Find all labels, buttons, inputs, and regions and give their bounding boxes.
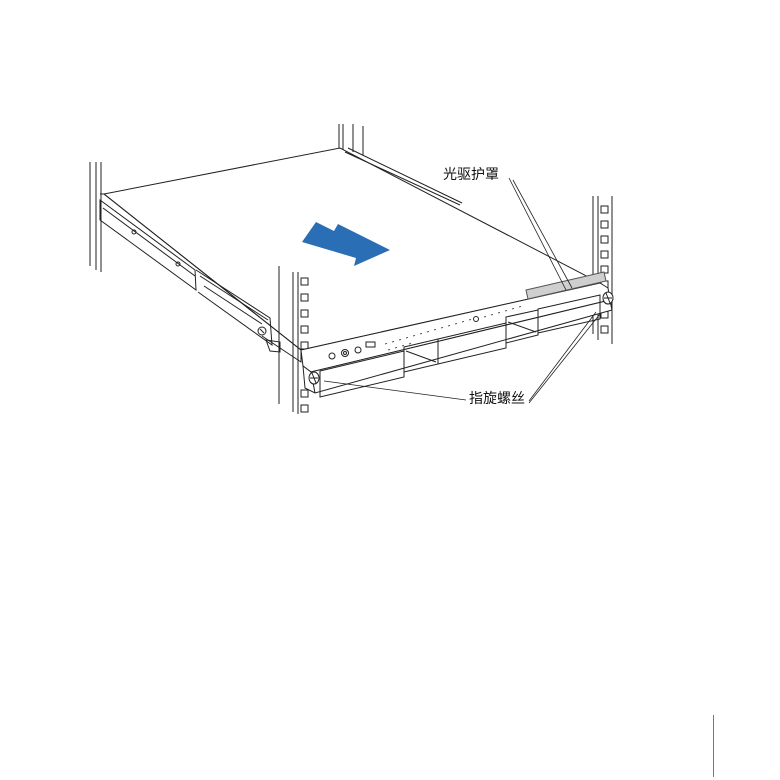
page-margin-rule (713, 715, 714, 777)
push-direction-arrow (302, 222, 390, 266)
thumbscrew-right (602, 291, 614, 305)
front-bezel (300, 271, 613, 398)
callout-leader-lines (323, 177, 601, 404)
rack-post-back-right (592, 196, 613, 344)
thumbscrews-label: 指旋螺丝 (468, 391, 526, 407)
optical-drive-cover-label: 光驱护罩 (442, 167, 500, 183)
rack-post-back-left (89, 162, 102, 272)
thumbscrew-left (308, 371, 320, 385)
rack-post-back-center (338, 124, 364, 155)
